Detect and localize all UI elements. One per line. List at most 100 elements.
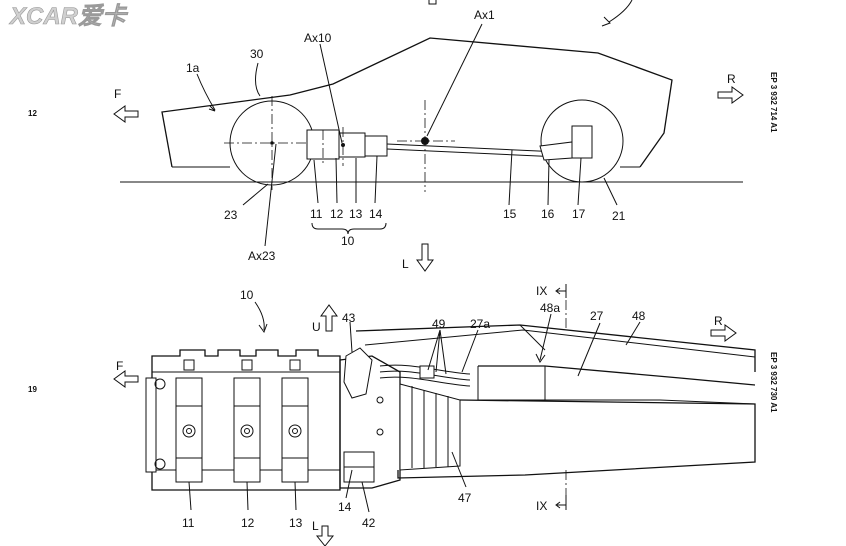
label-ix-bot: IX xyxy=(536,499,547,513)
label-dir-up: U xyxy=(312,320,321,334)
leader-fragment-top xyxy=(608,0,633,23)
label-13: 13 xyxy=(349,207,363,221)
label-30: 30 xyxy=(250,47,264,61)
label-27: 27 xyxy=(590,309,604,323)
arrow-front-icon xyxy=(113,105,139,123)
leader-15 xyxy=(508,149,513,206)
knob-11 xyxy=(183,359,195,371)
rear-motor-17 xyxy=(571,125,593,159)
label-21: 21 xyxy=(612,209,626,223)
label-49: 49 xyxy=(432,317,446,331)
arrow-left-b-icon xyxy=(315,525,335,546)
label-15: 15 xyxy=(503,207,517,221)
arrow-front-b-icon xyxy=(113,370,139,388)
motor-13b xyxy=(281,377,309,483)
gear-bolt-2 xyxy=(376,428,384,436)
page-number-top: 12 xyxy=(28,109,37,118)
label-17: 17 xyxy=(572,207,586,221)
knob-13 xyxy=(289,359,301,371)
arrow-up-icon xyxy=(320,304,338,332)
flange-bolt-2 xyxy=(154,458,166,470)
leader-ax23 xyxy=(264,143,277,247)
leader-14b xyxy=(345,469,353,499)
section-ix-bot-arrow xyxy=(555,501,561,509)
label-16: 16 xyxy=(541,207,555,221)
label-1a: 1a xyxy=(186,61,200,75)
leader-10b xyxy=(254,301,265,331)
flange-bolt-1 xyxy=(154,378,166,390)
leader-arrowhead-top xyxy=(601,16,611,27)
leader-1a xyxy=(196,73,216,111)
arm-48-edge xyxy=(519,324,546,351)
section-ix-top xyxy=(557,284,567,298)
label-ax23: Ax23 xyxy=(248,249,276,263)
tube-27-bottom xyxy=(477,366,756,405)
section-ix-bot xyxy=(557,495,567,510)
brace-10 xyxy=(311,222,387,235)
label-ix-top: IX xyxy=(536,284,547,298)
bracket-43 xyxy=(343,347,373,399)
leader-30 xyxy=(255,62,261,97)
cone-47 xyxy=(399,383,461,471)
patent-number-top: EP 3 932 714 A1 xyxy=(769,72,778,133)
leader-17 xyxy=(577,157,582,206)
label-dir-front-b: F xyxy=(116,359,123,373)
label-47: 47 xyxy=(458,491,472,505)
label-42: 42 xyxy=(362,516,376,530)
motor-center xyxy=(341,143,345,147)
label-14b: 14 xyxy=(338,500,352,514)
motor-12b xyxy=(233,377,261,483)
gear-14 xyxy=(364,135,388,157)
leader-48 xyxy=(625,321,641,346)
patent-number-bottom: EP 3 932 730 A1 xyxy=(769,352,778,413)
label-13b: 13 xyxy=(289,516,303,530)
motor-12-hub xyxy=(240,424,254,438)
motor-block-outline xyxy=(151,349,341,491)
leader-27 xyxy=(577,322,601,377)
gearbox-14 xyxy=(339,355,401,489)
motor-12-hub-inner xyxy=(244,428,250,434)
tube-27-top xyxy=(478,365,756,386)
leader-14 xyxy=(374,155,378,204)
vehicle-side-view: 30 1a Ax10 Ax1 F R 23 Ax23 11 12 13 14 1… xyxy=(113,0,744,272)
gear-bolt-1 xyxy=(376,396,384,404)
leader-ax10 xyxy=(319,43,343,144)
arrow-fragment-top xyxy=(428,0,437,5)
motor-11-hub xyxy=(182,424,196,438)
motor-13-hub xyxy=(288,424,302,438)
leader-12 xyxy=(335,157,338,204)
label-dir-rear-b: R xyxy=(714,314,723,328)
leader-16 xyxy=(547,159,550,206)
watermark-logo: XCAR爱卡 xyxy=(8,3,129,30)
propeller-shaft-15b xyxy=(386,148,561,158)
label-ax1: Ax1 xyxy=(474,8,495,22)
label-dir-rear: R xyxy=(727,72,736,86)
front-flange xyxy=(145,377,157,473)
page-number-bottom: 19 xyxy=(28,385,37,394)
label-11b: 11 xyxy=(182,516,195,530)
leader-23 xyxy=(242,183,269,206)
arrow-rear-b-icon xyxy=(710,324,737,342)
arrow-1a xyxy=(208,105,216,112)
label-12b: 12 xyxy=(241,516,255,530)
leader-49 xyxy=(427,329,447,375)
leader-47 xyxy=(451,451,467,488)
motor-13-hub-inner xyxy=(292,428,298,434)
drive-unit-top-view: 10 U 43 49 27a 48a 27 48 R F IX IX 11 12… xyxy=(113,284,756,546)
label-dir-left-b: L xyxy=(312,519,319,533)
arm-48-inner xyxy=(364,329,756,358)
motor-11-hub-inner xyxy=(186,428,192,434)
leader-ax1 xyxy=(426,23,483,137)
motor-11b xyxy=(175,377,203,483)
front-wheel-center xyxy=(270,141,274,145)
leader-13b xyxy=(294,481,297,511)
label-27a: 27a xyxy=(470,317,490,331)
leader-48a xyxy=(539,313,552,361)
label-23: 23 xyxy=(224,208,238,222)
label-48a: 48a xyxy=(540,301,560,315)
leader-42 xyxy=(361,481,370,513)
arrow-10b xyxy=(258,323,268,334)
label-ax10: Ax10 xyxy=(304,31,332,45)
arrow-rear-icon xyxy=(717,86,744,104)
